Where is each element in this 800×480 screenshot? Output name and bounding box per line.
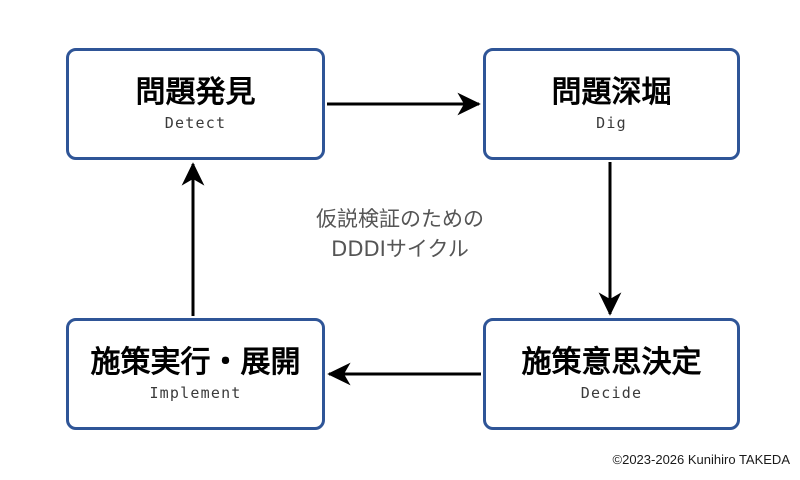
node-implement-subtitle: Implement (149, 383, 242, 402)
footer-copyright: ©2023-2026 Kunihiro TAKEDA (612, 452, 790, 467)
node-detect-subtitle: Detect (164, 113, 227, 132)
node-decide-title: 施策意思決定 (521, 345, 702, 381)
node-detect[interactable]: 問題発見 Detect (66, 48, 325, 160)
node-implement[interactable]: 施策実行・展開 Implement (66, 318, 325, 430)
node-detect-title: 問題発見 (135, 75, 256, 111)
center-caption-line2: DDDIサイクル (331, 237, 469, 262)
center-caption: 仮説検証のための DDDIサイクル (268, 204, 532, 265)
node-dig-subtitle: Dig (596, 113, 627, 132)
node-dig-title: 問題深堀 (551, 75, 672, 111)
node-implement-title: 施策実行・展開 (90, 345, 301, 381)
node-decide[interactable]: 施策意思決定 Decide (483, 318, 740, 430)
node-dig[interactable]: 問題深堀 Dig (483, 48, 740, 160)
center-caption-line1: 仮説検証のための (316, 207, 484, 231)
node-decide-subtitle: Decide (580, 383, 643, 402)
